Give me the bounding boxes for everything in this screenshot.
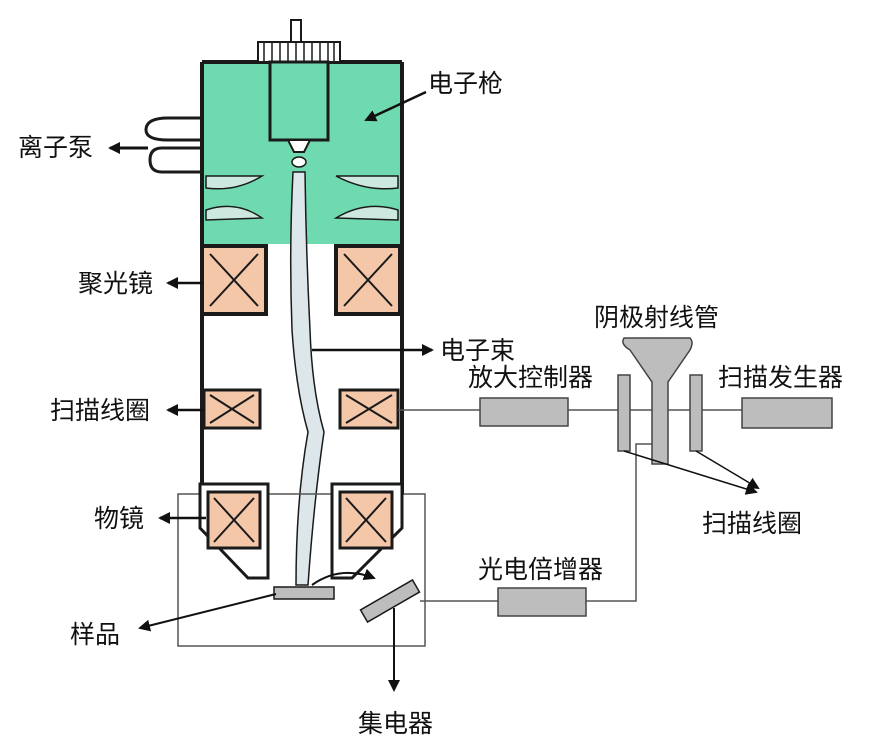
sample-stage: [273, 586, 335, 600]
label-ion-pump: 离子泵: [18, 133, 93, 162]
specimen-chamber: [177, 493, 426, 647]
collector-plate: [359, 578, 421, 624]
pointer-sample: [138, 593, 277, 632]
label-scan-coil-right: 扫描线圈: [702, 509, 802, 538]
label-photomultiplier: 光电倍增器: [478, 555, 603, 584]
crt-scan-coil-left: [617, 374, 631, 452]
scan-generator-box: [741, 397, 833, 429]
scan-coils-column: [202, 388, 400, 430]
label-crt: 阴极射线管: [594, 303, 719, 332]
gun-lens-elements: [205, 175, 399, 221]
label-objective-lens: 物镜: [94, 504, 144, 533]
condenser-lens-coils: [200, 244, 402, 316]
amplifier-controller-box: [479, 397, 569, 427]
crt-scan-coil-right: [689, 374, 703, 452]
label-scan-generator: 扫描发生器: [718, 363, 843, 392]
secondary-electron-path: [311, 568, 376, 586]
pointer-crt-coil-2: [695, 450, 760, 490]
label-sample: 样品: [70, 620, 120, 649]
label-scan-coil-left: 扫描线圈: [50, 396, 150, 425]
electron-beam: [289, 171, 325, 586]
photomultiplier-box: [497, 587, 587, 617]
label-condenser-lens: 聚光镜: [78, 269, 153, 298]
label-collector: 集电器: [358, 709, 433, 738]
electron-gun: [257, 19, 341, 168]
cathode-ray-tube: [622, 337, 693, 465]
label-amplifier-controller: 放大控制器: [468, 363, 593, 392]
objective-lens: [198, 482, 404, 580]
pointer-electron-gun: [364, 90, 427, 122]
wiring: [398, 409, 742, 602]
label-electron-gun: 电子枪: [428, 69, 503, 98]
pointer-crt-coil-1: [623, 450, 758, 495]
label-electron-beam: 电子束: [440, 336, 515, 365]
ion-pump: [108, 116, 202, 174]
